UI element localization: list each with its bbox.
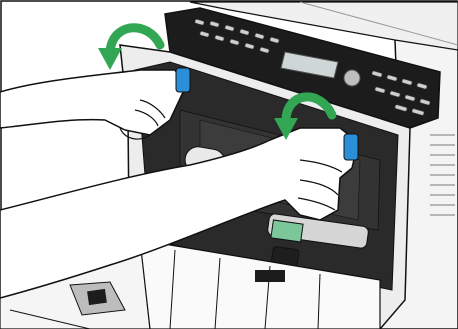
green-release-part — [271, 220, 303, 242]
navigation-dial — [344, 70, 360, 86]
right-release-lever — [344, 134, 358, 160]
left-release-lever — [176, 68, 190, 92]
